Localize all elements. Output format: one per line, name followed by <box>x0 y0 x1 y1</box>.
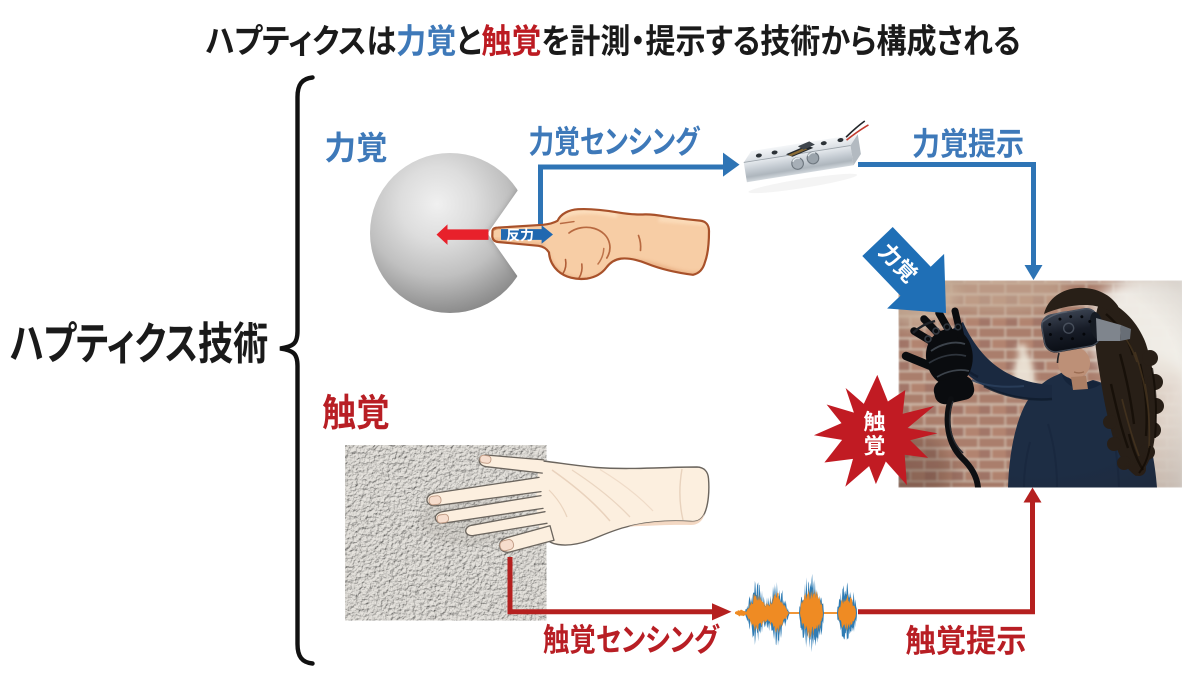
title-force-word: 力覚 <box>396 13 457 63</box>
starburst-label: 触覚 <box>863 403 886 461</box>
thumbnail <box>499 539 515 552</box>
tactile-sensing-line <box>507 557 732 621</box>
photo-vignette <box>898 280 1182 488</box>
diagram-title: ハプティクスは力覚と触覚を計測・提示する技術から構成される <box>205 21 1020 56</box>
finger <box>479 455 544 474</box>
finger <box>426 477 541 506</box>
finger <box>465 511 547 536</box>
title-connector: と <box>456 13 482 63</box>
waveform-orange-burst <box>746 591 794 634</box>
texture-image <box>345 445 547 621</box>
reaction-force-label: 反力 <box>506 224 534 245</box>
tactile-label: 触覚 <box>322 382 390 437</box>
vr-photo <box>898 280 1182 488</box>
brace <box>279 75 315 666</box>
force-display-label: 力覚提示 <box>911 118 1025 165</box>
tactile-starburst <box>813 374 938 487</box>
waveform-orange-burst <box>838 594 856 632</box>
finger-outline <box>465 511 548 537</box>
hand-back-outline <box>542 460 710 546</box>
finger-outline <box>426 476 542 507</box>
finger <box>435 495 543 524</box>
waveform-image <box>735 573 857 653</box>
load-cell-image <box>743 120 869 194</box>
force-sensing-arrowhead <box>723 152 740 177</box>
force-display-line <box>858 162 1043 280</box>
force-into-photo-arrow <box>862 227 946 313</box>
force-sensing-label: 力覚センシング <box>528 117 700 163</box>
finger-outline <box>434 494 544 524</box>
reaction-force-arrow <box>501 225 553 244</box>
force-sensing-line <box>538 152 740 224</box>
hand-back <box>536 461 709 546</box>
fingernail <box>479 454 492 464</box>
tactile-sensing-label: 触覚センシング <box>542 614 719 661</box>
touching-hand-illustration <box>426 454 710 553</box>
tactile-sensing-arrowhead <box>712 603 732 621</box>
tactile-display-arrowhead <box>1023 487 1042 503</box>
action-force-arrow <box>436 224 489 245</box>
title-part2: を計測・提示する技術から構成される <box>541 13 1021 63</box>
title-part1: ハプティクスは <box>205 13 397 63</box>
tactile-display-label: 触覚提示 <box>905 615 1026 662</box>
title-tactile-word: 触覚 <box>481 13 542 63</box>
waveform-orange-burst <box>800 588 823 639</box>
force-label: 力覚 <box>323 121 388 170</box>
waveform-orange-burst <box>735 609 747 617</box>
fingernail <box>436 513 450 524</box>
force-display-arrowhead <box>1024 265 1043 280</box>
brace-label: ハプティクス技術 <box>9 307 269 373</box>
fingernail <box>428 495 442 506</box>
tactile-display-line <box>858 487 1042 615</box>
finger-outline <box>478 454 545 474</box>
